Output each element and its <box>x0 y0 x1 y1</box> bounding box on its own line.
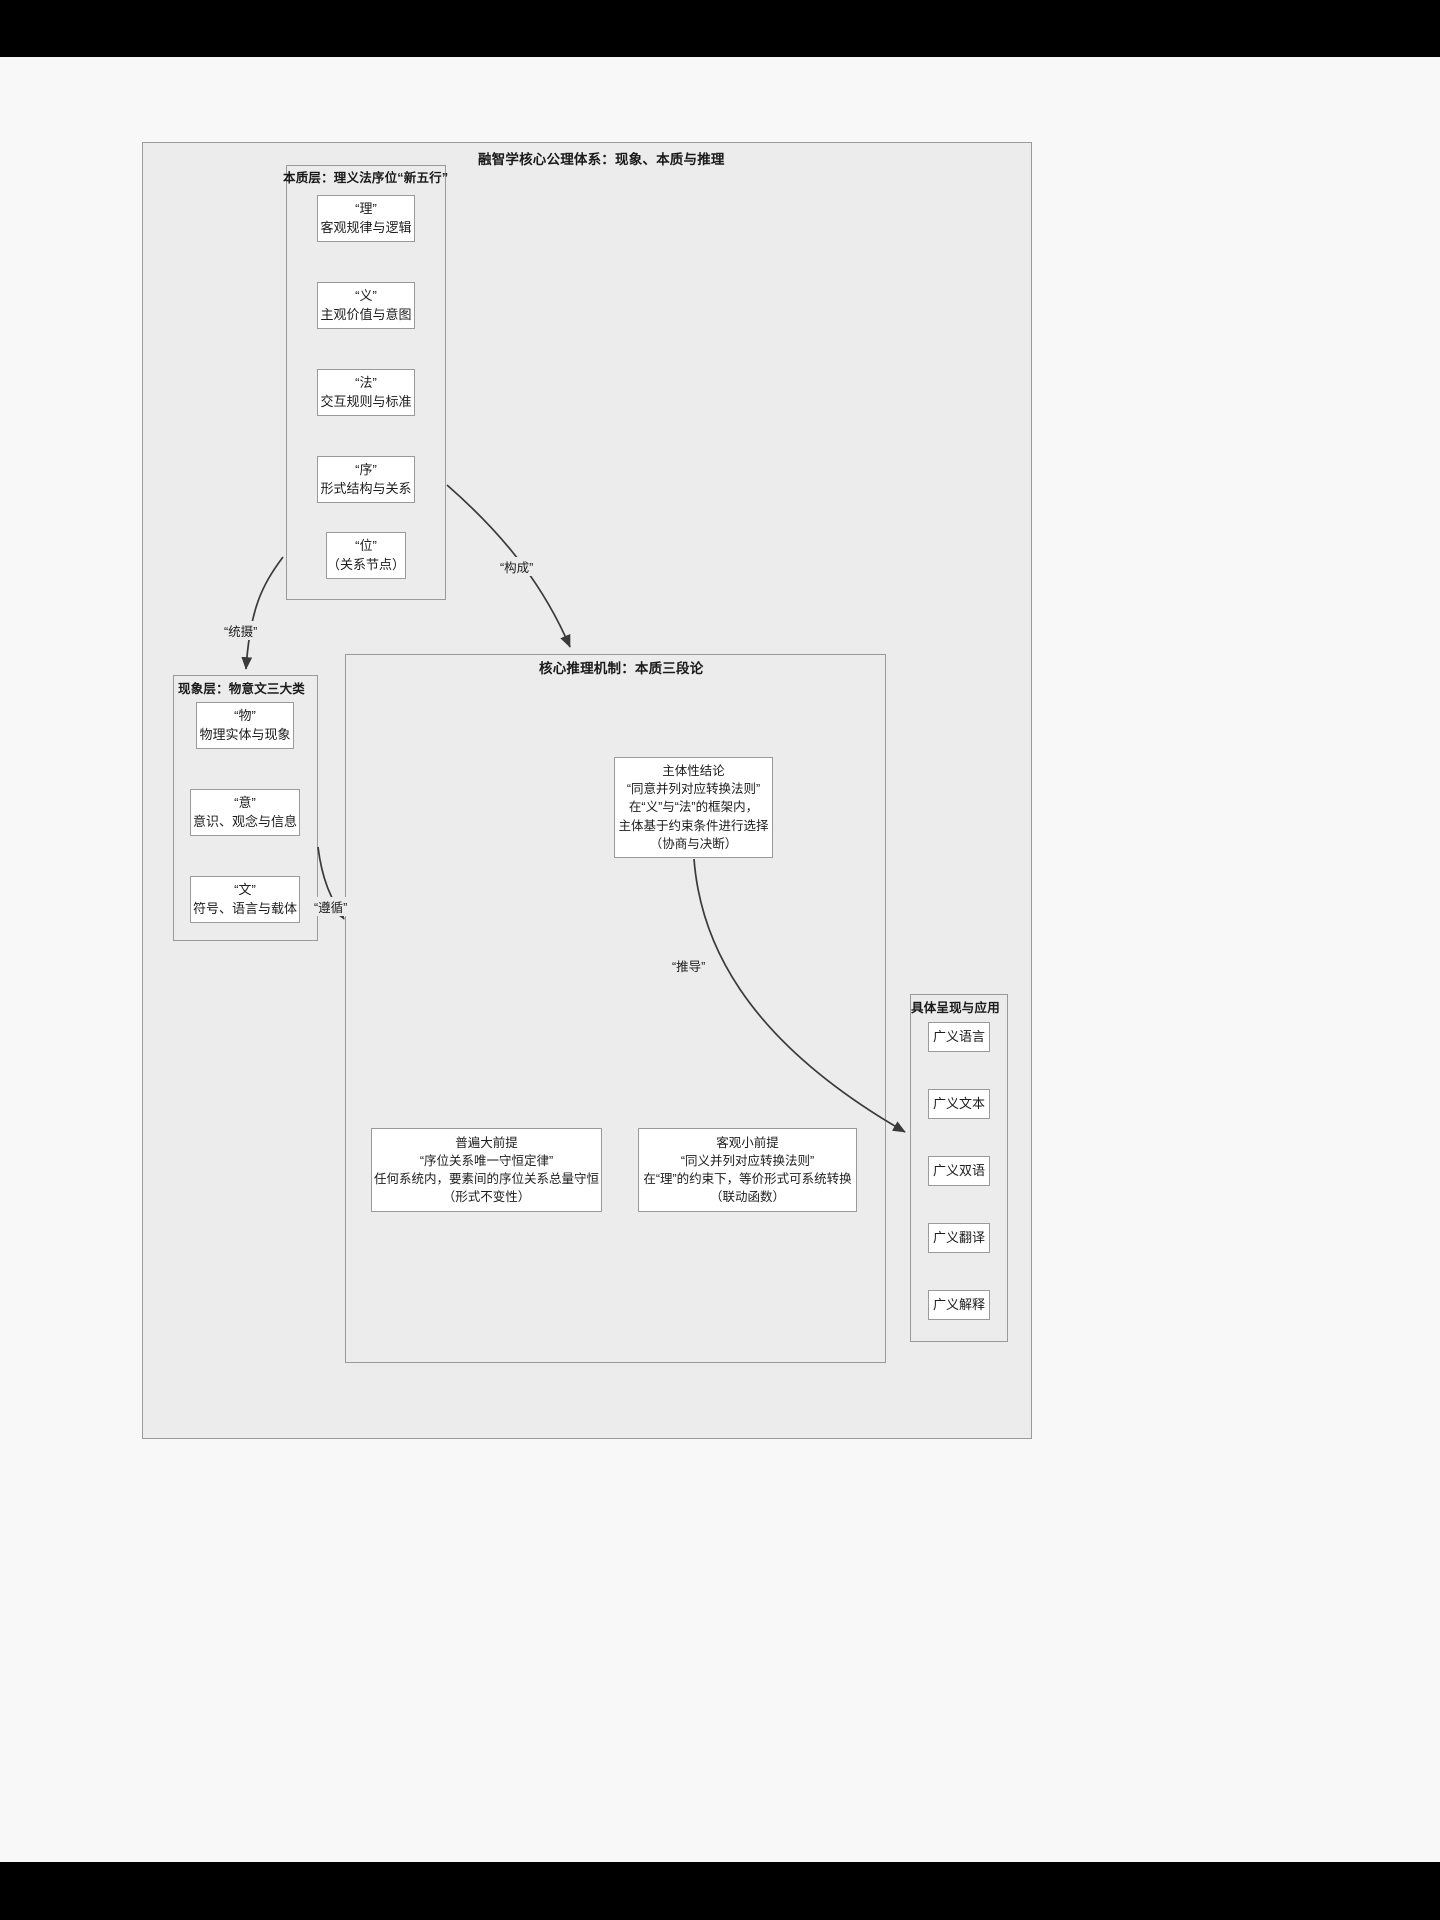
essence-node-xu[interactable]: “序” 形式结构与关系 <box>317 456 415 503</box>
application-item-language-label: 广义语言 <box>933 1028 986 1044</box>
essence-node-li[interactable]: “理” 客观规律与逻辑 <box>317 195 415 242</box>
major-premise-line-1: “序位关系唯一守恒定律” <box>419 1153 554 1168</box>
page-sheet-inner: 融智学核心公理体系：现象、本质与推理 本质层：理义法序位“新五行” “理” 客观… <box>0 57 1440 1862</box>
application-item-translation[interactable]: 广义翻译 <box>928 1223 990 1253</box>
edge-label-goucheng: “构成” <box>498 557 536 576</box>
conclusion-line-1: “同意并列对应转换法则” <box>626 782 761 797</box>
reasoning-minor-premise-box[interactable]: 客观小前提 “同义并列对应转换法则” 在“理”的约束下，等价形式可系统转换 （联… <box>638 1128 857 1212</box>
phenomenon-node-wen-desc: 符号、语言与载体 <box>193 900 298 916</box>
edge-label-tuidao: “推导” <box>670 956 708 975</box>
application-item-bilingual[interactable]: 广义双语 <box>928 1156 990 1186</box>
phenomenon-node-wen[interactable]: “文” 符号、语言与载体 <box>190 876 300 923</box>
phenomenon-node-wu-name: “物” <box>234 707 256 723</box>
application-item-interpretation[interactable]: 广义解释 <box>928 1290 990 1320</box>
phenomenon-node-yi-desc: 意识、观念与信息 <box>193 813 298 829</box>
application-item-language[interactable]: 广义语言 <box>928 1022 990 1052</box>
phenomenon-node-yi-name: “意” <box>234 794 256 810</box>
phenomenon-node-wen-name: “文” <box>234 881 256 897</box>
edge-label-zunxun: “遵循” <box>312 897 350 916</box>
diagram-title: 融智学核心公理体系：现象、本质与推理 <box>478 152 725 167</box>
conclusion-line-2: 在“义”与“法”的框架内， <box>628 800 759 815</box>
major-premise-line-2: 任何系统内，要素间的序位关系总量守恒 <box>374 1172 600 1186</box>
application-item-interpretation-label: 广义解释 <box>933 1296 986 1312</box>
essence-node-xu-desc: 形式结构与关系 <box>320 480 412 496</box>
essence-layer-title: 本质层：理义法序位“新五行” <box>283 171 449 185</box>
major-premise-heading: 普遍大前提 <box>455 1135 518 1150</box>
edge-label-tongshe: “统摄” <box>222 621 260 640</box>
conclusion-heading: 主体性结论 <box>662 764 725 779</box>
application-item-text-label: 广义文本 <box>933 1095 986 1111</box>
application-item-bilingual-label: 广义双语 <box>933 1162 986 1178</box>
reasoning-conclusion-box[interactable]: 主体性结论 “同意并列对应转换法则” 在“义”与“法”的框架内， 主体基于约束条… <box>614 757 773 858</box>
reasoning-major-premise-box[interactable]: 普遍大前提 “序位关系唯一守恒定律” 任何系统内，要素间的序位关系总量守恒 （形… <box>371 1128 602 1212</box>
application-title: 具体呈现与应用 <box>911 1001 1000 1015</box>
essence-node-yi[interactable]: “义” 主观价值与意图 <box>317 282 415 329</box>
application-item-text[interactable]: 广义文本 <box>928 1089 990 1119</box>
essence-node-li-desc: 客观规律与逻辑 <box>320 219 412 235</box>
reasoning-title: 核心推理机制：本质三段论 <box>539 661 704 676</box>
application-item-translation-label: 广义翻译 <box>933 1229 986 1245</box>
conclusion-line-3: 主体基于约束条件进行选择 <box>618 818 769 833</box>
essence-node-wei[interactable]: “位” （关系节点） <box>326 532 406 579</box>
major-premise-line-3: （形式不变性） <box>442 1190 531 1205</box>
essence-node-wei-name: “位” <box>355 537 377 553</box>
essence-node-yi-desc: 主观价值与意图 <box>320 306 412 322</box>
phenomenon-node-yi[interactable]: “意” 意识、观念与信息 <box>190 789 300 836</box>
essence-node-yi-name: “义” <box>355 287 377 303</box>
essence-node-xu-name: “序” <box>355 461 377 477</box>
phenomenon-node-wu[interactable]: “物” 物理实体与现象 <box>196 702 294 749</box>
minor-premise-heading: 客观小前提 <box>716 1135 779 1150</box>
conclusion-line-4: （协商与决断） <box>649 836 738 851</box>
essence-node-fa[interactable]: “法” 交互规则与标准 <box>317 369 415 416</box>
phenomenon-node-wu-desc: 物理实体与现象 <box>199 726 291 742</box>
minor-premise-line-2: 在“理”的约束下，等价形式可系统转换 <box>643 1172 852 1186</box>
page-sheet: 融智学核心公理体系：现象、本质与推理 本质层：理义法序位“新五行” “理” 客观… <box>0 57 1440 1862</box>
essence-node-wei-desc: （关系节点） <box>327 556 406 572</box>
minor-premise-line-3: （联动函数） <box>709 1190 785 1205</box>
essence-node-li-name: “理” <box>355 200 377 216</box>
minor-premise-line-1: “同义并列对应转换法则” <box>680 1153 815 1168</box>
essence-node-fa-name: “法” <box>355 374 377 390</box>
essence-node-fa-desc: 交互规则与标准 <box>320 393 412 409</box>
phenomenon-layer-title: 现象层：物意文三大类 <box>178 682 306 696</box>
